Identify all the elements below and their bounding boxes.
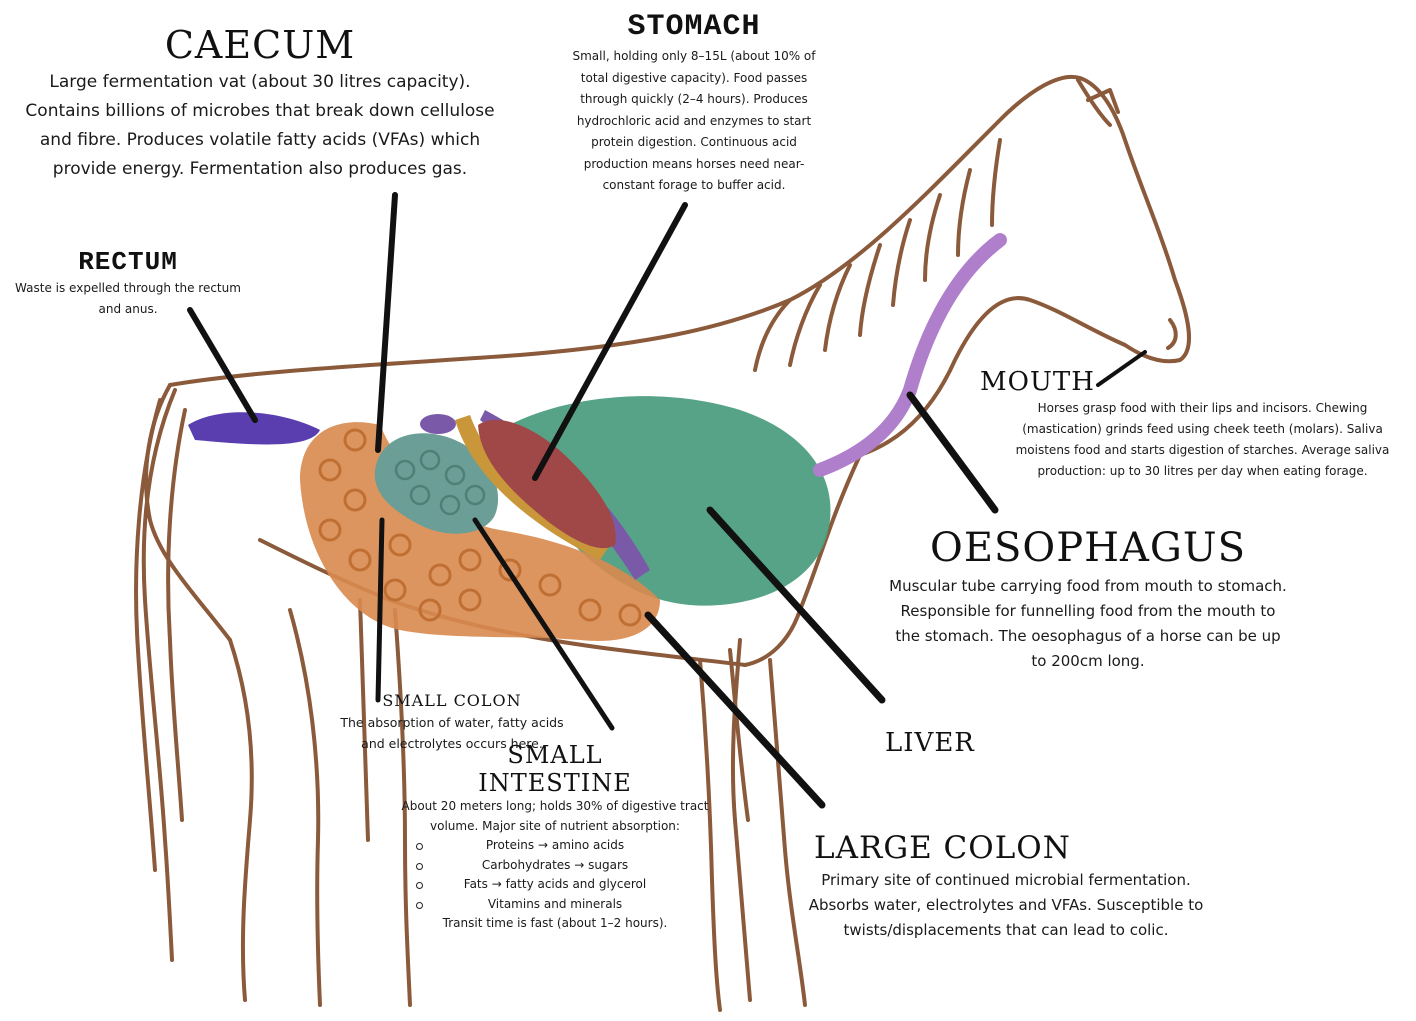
pointer-oesophagus: [910, 395, 995, 510]
caecum-label: CAECUM Large fermentation vat (about 30 …: [20, 22, 500, 184]
pointer-rectum: [190, 310, 255, 420]
small-colon-title: SMALL COLON: [332, 690, 572, 712]
rectum-title: RECTUM: [4, 246, 252, 278]
large-colon-title: LARGE COLON: [800, 828, 1212, 868]
oesophagus-text: Muscular tube carrying food from mouth t…: [888, 574, 1288, 674]
pointer-caecum: [378, 195, 395, 450]
small-intestine-list: Proteins → amino acids Carbohydrates → s…: [400, 836, 710, 914]
large-colon-text: Primary site of continued microbial ferm…: [800, 868, 1212, 943]
small-intestine-label: SMALL INTESTINE About 20 meters long; ho…: [400, 742, 710, 934]
stomach-text: Small, holding only 8–15L (about 10% of …: [565, 46, 823, 197]
small-colon-tip-shape: [420, 414, 456, 434]
rectum-label: RECTUM Waste is expelled through the rec…: [4, 246, 252, 320]
liver-title: LIVER: [885, 726, 985, 760]
small-intestine-title-2: INTESTINE: [400, 769, 710, 797]
list-item: Carbohydrates → sugars: [400, 856, 710, 876]
stomach-label: STOMACH Small, holding only 8–15L (about…: [565, 8, 823, 197]
liver-label: LIVER: [885, 726, 985, 760]
rectum-text: Waste is expelled through the rectum and…: [4, 278, 252, 320]
list-item: Proteins → amino acids: [400, 836, 710, 856]
pointer-mouth: [1098, 352, 1145, 385]
list-item: Fats → fatty acids and glycerol: [400, 875, 710, 895]
caecum-title: CAECUM: [20, 22, 500, 68]
small-intestine-outro: Transit time is fast (about 1–2 hours).: [400, 914, 710, 934]
mouth-text: Horses grasp food with their lips and in…: [1000, 398, 1405, 482]
oesophagus-label: OESOPHAGUS Muscular tube carrying food f…: [888, 522, 1288, 674]
small-intestine-intro: About 20 meters long; holds 30% of diges…: [400, 797, 710, 836]
large-colon-label: LARGE COLON Primary site of continued mi…: [800, 828, 1212, 943]
stomach-title: STOMACH: [565, 8, 823, 46]
list-item: Vitamins and minerals: [400, 895, 710, 915]
caecum-text: Large fermentation vat (about 30 litres …: [20, 68, 500, 184]
small-intestine-title-1: SMALL: [400, 742, 710, 769]
mouth-label: Horses grasp food with their lips and in…: [1000, 398, 1405, 482]
oesophagus-title: OESOPHAGUS: [888, 522, 1288, 574]
mouth-title: MOUTH: [980, 366, 1100, 398]
mouth-title-wrap: MOUTH: [980, 366, 1100, 398]
